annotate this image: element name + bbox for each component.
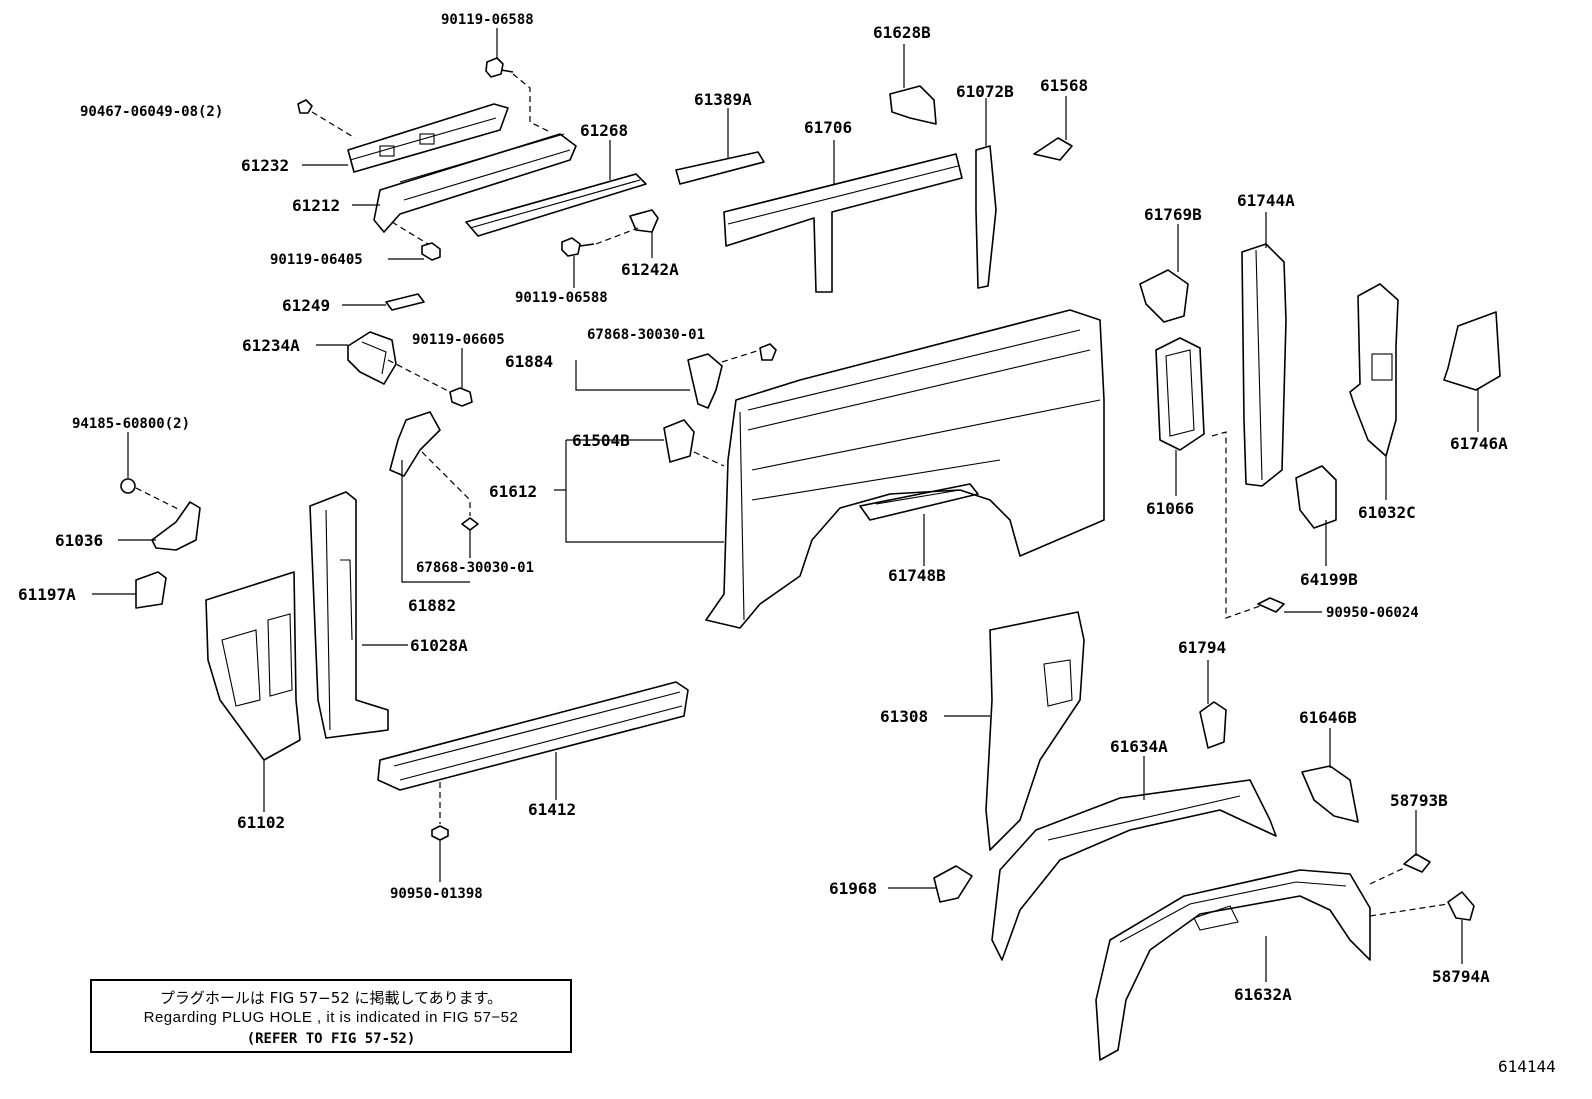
part-61234A — [347, 331, 397, 385]
part-61748B — [859, 483, 979, 521]
part-61568 — [1033, 137, 1073, 161]
label-90119-06588-top: 90119-06588 — [441, 12, 534, 28]
label-94185-60800: 94185-60800(2) — [72, 416, 190, 432]
part-61249 — [385, 293, 425, 311]
label-61628B: 61628B — [873, 23, 931, 42]
label-61968: 61968 — [829, 879, 877, 898]
label-90119-06588-mid: 90119-06588 — [515, 290, 608, 306]
label-90950-01398: 90950-01398 — [390, 886, 483, 902]
label-61028A: 61028A — [410, 636, 468, 655]
label-90119-06605: 90119-06605 — [412, 332, 505, 348]
part-61268 — [465, 173, 647, 237]
grommet-90950-06024 — [1257, 597, 1285, 613]
label-61612: 61612 — [489, 482, 537, 501]
part-61102 — [205, 571, 301, 761]
label-61036: 61036 — [55, 531, 103, 550]
part-61968 — [933, 865, 973, 903]
bolt-90467 — [297, 99, 313, 114]
label-61634A: 61634A — [1110, 737, 1168, 756]
label-61232: 61232 — [241, 156, 289, 175]
part-61769B — [1139, 269, 1189, 323]
label-61072B: 61072B — [956, 82, 1014, 101]
part-61066 — [1155, 337, 1205, 451]
label-61748B: 61748B — [888, 566, 946, 585]
part-61308 — [985, 611, 1085, 851]
label-61646B: 61646B — [1299, 708, 1357, 727]
label-90119-06405: 90119-06405 — [270, 252, 363, 268]
part-61884 — [687, 353, 723, 409]
part-61628B — [889, 85, 937, 125]
clip-67868-bottom — [461, 517, 479, 531]
label-61882: 61882 — [408, 596, 456, 615]
label-64199B: 64199B — [1300, 570, 1358, 589]
figure-id: 614144 — [1498, 1057, 1556, 1076]
label-67868-30030-01-top: 67868-30030-01 — [587, 327, 705, 343]
bolt-90119-06588-top — [485, 57, 514, 78]
note-japanese-text: プラグホールは FIG 57−52 に掲載してあります。 — [159, 989, 503, 1007]
bolt-90119-06605 — [449, 387, 473, 407]
part-61744A — [1241, 243, 1287, 487]
label-61066: 61066 — [1146, 499, 1194, 518]
label-61412: 61412 — [528, 800, 576, 819]
part-61197A — [135, 571, 167, 609]
label-61102: 61102 — [237, 813, 285, 832]
label-61212: 61212 — [292, 196, 340, 215]
label-61197A: 61197A — [18, 585, 76, 604]
label-58793B: 58793B — [1390, 791, 1448, 810]
part-61612 — [705, 309, 1105, 629]
label-61268: 61268 — [580, 121, 628, 140]
label-58794A: 58794A — [1432, 967, 1490, 986]
label-90950-06024: 90950-06024 — [1326, 605, 1419, 621]
label-61744A: 61744A — [1237, 191, 1295, 210]
part-61072B — [975, 145, 997, 289]
label-61242A: 61242A — [621, 260, 679, 279]
part-61504B — [663, 419, 695, 463]
bolt-90119-06405 — [421, 242, 441, 261]
part-61706 — [723, 153, 963, 293]
label-61632A: 61632A — [1234, 985, 1292, 1004]
part-61036 — [151, 501, 201, 551]
part-61389A — [675, 151, 765, 185]
part-61032C — [1349, 283, 1399, 457]
label-67868-30030-01-bottom: 67868-30030-01 — [416, 560, 534, 576]
plug-hole-note: プラグホールは FIG 57−52 に掲載してあります。 Regarding P… — [90, 979, 572, 1053]
label-61504B: 61504B — [572, 431, 630, 450]
clip-67868-top — [759, 343, 777, 361]
part-61242A — [629, 209, 659, 233]
label-61568: 61568 — [1040, 76, 1088, 95]
note-reference-text: (REFER TO FIG 57-52) — [246, 1031, 416, 1047]
part-61632A — [1095, 869, 1371, 1061]
part-61646B — [1301, 765, 1359, 823]
grommet-90950-01398 — [431, 825, 449, 841]
nut-94185 — [120, 478, 136, 494]
label-61746A: 61746A — [1450, 434, 1508, 453]
part-58794A — [1447, 891, 1475, 921]
part-61412 — [377, 681, 689, 791]
label-61884: 61884 — [505, 352, 553, 371]
part-61028A — [309, 491, 389, 739]
part-61882 — [389, 411, 441, 477]
label-90467-06049-08: 90467-06049-08(2) — [80, 104, 223, 120]
label-61308: 61308 — [880, 707, 928, 726]
part-61634A — [991, 779, 1277, 961]
bolt-90119-06588-mid — [561, 237, 595, 257]
label-61706: 61706 — [804, 118, 852, 137]
label-61794: 61794 — [1178, 638, 1226, 657]
label-61389A: 61389A — [694, 90, 752, 109]
label-61769B: 61769B — [1144, 205, 1202, 224]
label-61234A: 61234A — [242, 336, 300, 355]
part-61212 — [373, 133, 577, 233]
part-58793B — [1403, 853, 1431, 873]
part-61232 — [347, 103, 509, 173]
part-61794 — [1199, 701, 1227, 749]
note-english-text: Regarding PLUG HOLE , it is indicated in… — [143, 1009, 519, 1026]
label-61032C: 61032C — [1358, 503, 1416, 522]
part-61746A — [1443, 311, 1501, 391]
label-61249: 61249 — [282, 296, 330, 315]
part-64199B — [1295, 465, 1337, 529]
